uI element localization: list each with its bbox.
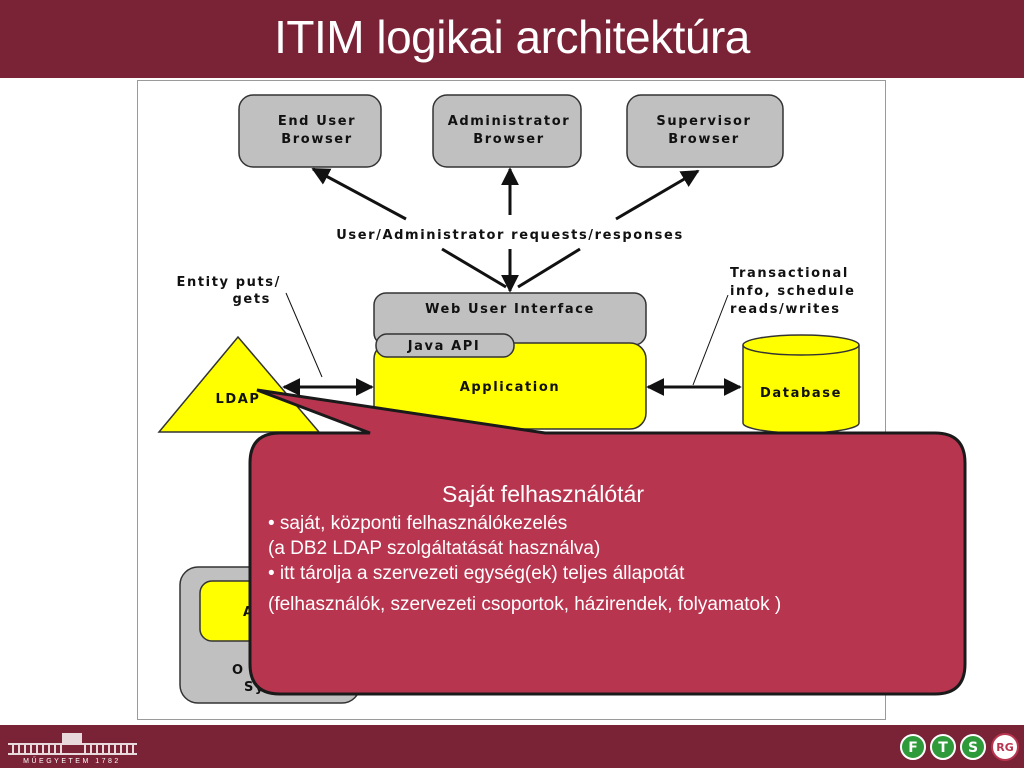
supervisor-label-1: Supervisor	[656, 114, 751, 129]
svg-text:RG: RG	[996, 741, 1014, 754]
partial-o-label: O	[232, 663, 245, 678]
logo-rg-icon: RG	[991, 733, 1019, 761]
administrator-label-2: Browser	[473, 132, 544, 147]
university-name: MŰEGYETEM 1782	[23, 756, 121, 765]
callout-line-4: (felhasználók, szervezeti csoportok, ház…	[268, 594, 782, 615]
database-cylinder: Database	[742, 334, 860, 434]
end-user-browser-box: End User Browser	[238, 94, 382, 168]
partial-sy-label: Sy	[244, 680, 265, 695]
arrow-to-end-user	[311, 167, 407, 221]
ldap-label: LDAP	[215, 392, 260, 407]
svg-text:F: F	[908, 740, 918, 756]
entity-puts-label-2: gets	[233, 292, 271, 307]
application-label: Application	[460, 380, 561, 395]
diagram-canvas: End User Browser Administrator Browser S…	[157, 94, 860, 704]
callout-line-2: (a DB2 LDAP szolgáltatását használva)	[268, 538, 601, 559]
title-bar: ITIM logikai architektúra	[0, 0, 1024, 78]
architecture-diagram: End User Browser Administrator Browser S…	[137, 80, 886, 720]
requests-label: User/Administrator requests/responses	[336, 228, 684, 243]
web-ui-box: Web User Interface	[373, 292, 647, 346]
callout-line-1: • saját, központi felhasználókezelés	[268, 513, 568, 534]
end-user-label-1: End User	[278, 114, 356, 129]
footer-bar	[0, 725, 1024, 768]
ftsrg-logos: F T S RG	[900, 733, 1019, 761]
web-ui-label: Web User Interface	[425, 302, 595, 317]
administrator-label-1: Administrator	[448, 114, 571, 129]
transactional-label-3: reads/writes	[730, 302, 841, 317]
entity-puts-leader	[285, 292, 323, 378]
database-label: Database	[760, 386, 842, 401]
university-logo: MŰEGYETEM 1782	[4, 729, 141, 765]
partial-a-label: A	[243, 605, 255, 620]
arrow-to-supervisor	[615, 169, 700, 221]
logo-t-icon: T	[930, 734, 956, 760]
converge-right	[517, 247, 581, 289]
svg-text:S: S	[968, 740, 978, 756]
page-title: ITIM logikai architektúra	[274, 11, 750, 63]
callout-text: Saját felhasználótár • saját, központi f…	[268, 482, 948, 617]
logo-s-icon: S	[960, 734, 986, 760]
ldap-triangle: LDAP	[157, 335, 321, 433]
transactional-leader	[692, 294, 729, 386]
converge-left	[441, 247, 507, 289]
transactional-label-1: Transactional	[730, 266, 849, 281]
administrator-browser-box: Administrator Browser	[432, 94, 582, 168]
java-api-box: Java API	[375, 333, 515, 358]
callout-line-3: • itt tárolja a szervezeti egység(ek) te…	[268, 563, 685, 584]
logo-f-icon: F	[900, 734, 926, 760]
svg-text:T: T	[938, 740, 948, 756]
supervisor-label-2: Browser	[668, 132, 739, 147]
supervisor-browser-box: Supervisor Browser	[626, 94, 784, 168]
entity-puts-label-1: Entity puts/	[177, 275, 281, 290]
callout-heading: Saját felhasználótár	[441, 481, 644, 507]
java-api-label: Java API	[407, 339, 481, 354]
end-user-label-2: Browser	[281, 132, 352, 147]
transactional-label-2: info, schedule	[730, 284, 856, 299]
